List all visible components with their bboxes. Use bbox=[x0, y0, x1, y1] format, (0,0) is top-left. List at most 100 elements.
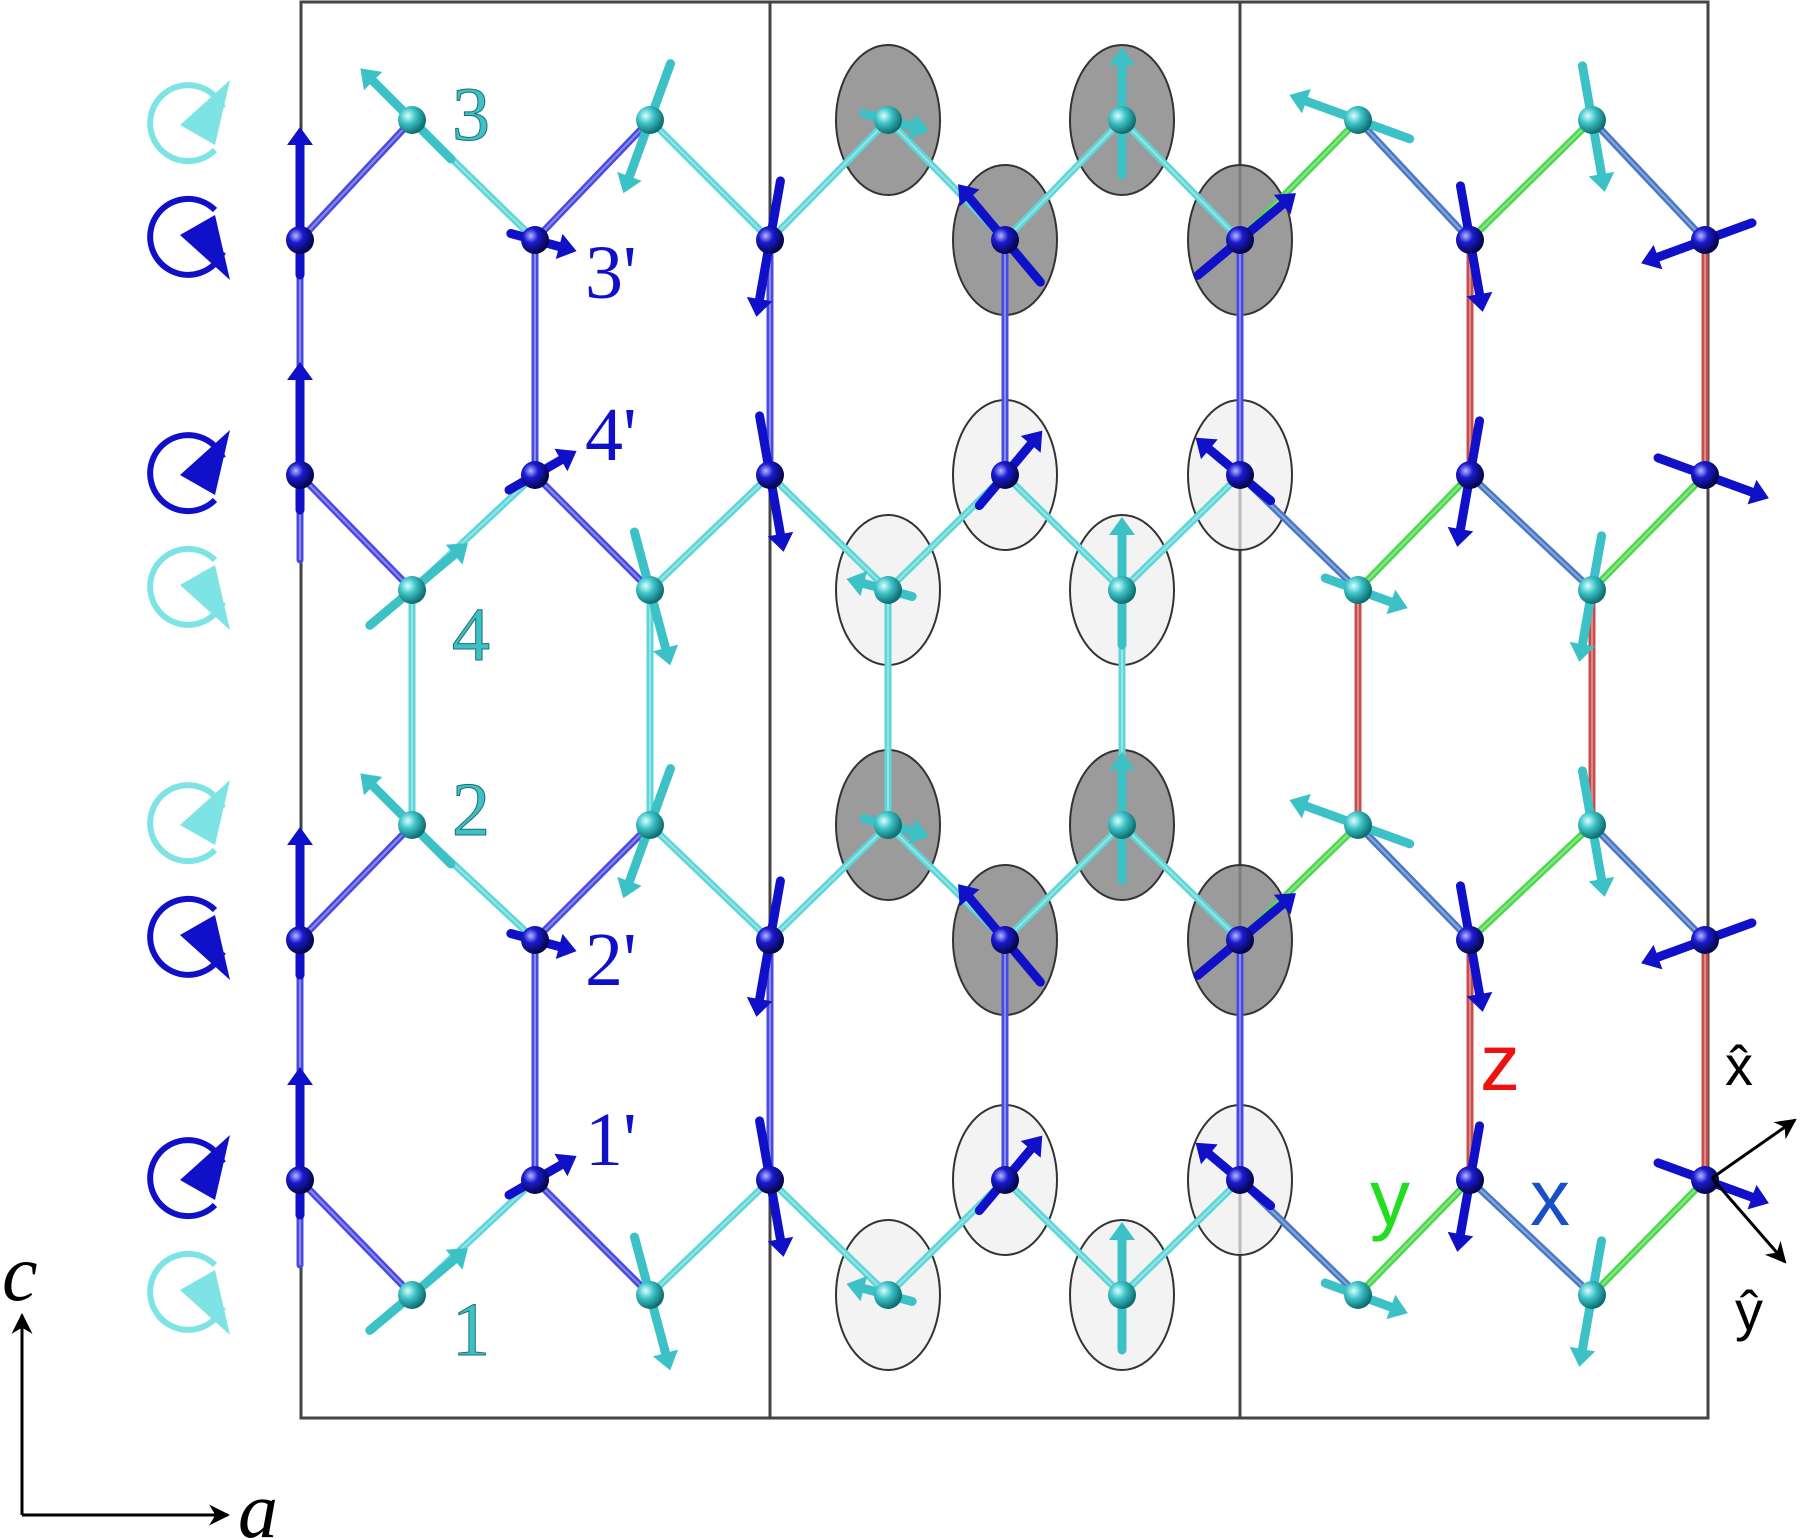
bond-diagonal bbox=[1118, 471, 1244, 594]
bond-diagonal-shine bbox=[534, 824, 651, 941]
atom-blue bbox=[991, 226, 1019, 254]
atom-blue bbox=[286, 1166, 314, 1194]
blue-ccw-icon-arc bbox=[147, 432, 226, 515]
atom-cyan bbox=[1108, 1281, 1136, 1309]
bond-diagonal bbox=[1354, 116, 1474, 244]
bonds bbox=[296, 116, 1709, 1299]
bond-diagonal bbox=[646, 471, 774, 594]
site-label-3-prime: 3' bbox=[585, 231, 637, 315]
spin-cyan-head bbox=[1289, 793, 1311, 819]
bond-diagonal-shine bbox=[1121, 1179, 1241, 1296]
site-label-3: 3 bbox=[452, 73, 490, 157]
bond-diagonal-shine bbox=[1591, 474, 1706, 591]
bond-diagonal bbox=[1001, 1176, 1126, 1299]
bond-diagonal bbox=[766, 116, 892, 244]
bond-diagonal-shine bbox=[299, 119, 413, 241]
bond-diagonal bbox=[1466, 1176, 1596, 1299]
y-hat-label: ŷ bbox=[1735, 1279, 1763, 1342]
bond-diagonal-shine bbox=[1357, 824, 1471, 941]
atom-blue bbox=[1691, 926, 1719, 954]
bond-diagonal bbox=[296, 821, 416, 944]
site-label-2-prime: 2' bbox=[585, 918, 637, 1002]
x-hat-axis-arrow bbox=[1711, 1118, 1797, 1180]
spin-blue-head bbox=[555, 933, 577, 960]
spin-cyan-head bbox=[445, 543, 468, 565]
atom-cyan bbox=[1578, 106, 1606, 134]
spin-cyan-head bbox=[445, 1248, 468, 1270]
atom-cyan bbox=[398, 1281, 426, 1309]
atom-cyan bbox=[1578, 576, 1606, 604]
bond-diagonal-shine bbox=[1004, 1179, 1123, 1296]
blue-cw-icon bbox=[147, 195, 230, 280]
atom-cyan bbox=[398, 811, 426, 839]
bond-diagonal-shine bbox=[534, 474, 651, 591]
site-label-4: 4 bbox=[452, 593, 490, 677]
spin-cyan-head bbox=[1386, 1294, 1408, 1320]
bond-diagonal-shine bbox=[769, 119, 889, 241]
spin-blue-head bbox=[1273, 193, 1296, 215]
bond-diagonal bbox=[1118, 116, 1244, 244]
cyan-cw-icon bbox=[147, 545, 230, 630]
cyan-ccw-icon-head bbox=[180, 80, 230, 145]
atom-cyan bbox=[1108, 576, 1136, 604]
blue-cw-icon-head bbox=[180, 915, 230, 980]
spin-blue-head bbox=[555, 233, 577, 260]
atom-blue bbox=[1691, 226, 1719, 254]
blue-ccw-icon-head bbox=[180, 1135, 230, 1200]
spin-cyan-head bbox=[908, 113, 930, 140]
atom-blue bbox=[1456, 461, 1484, 489]
spin-blue-head bbox=[554, 448, 577, 472]
site-labels: 3 3' 4' 4 2 2' 1' 1 bbox=[452, 73, 637, 1373]
bond-diagonal-shine bbox=[299, 1179, 413, 1296]
bond-diagonal-shine bbox=[649, 1179, 771, 1296]
atom-blue bbox=[1691, 1166, 1719, 1194]
atom-cyan bbox=[1344, 106, 1372, 134]
atom-blue bbox=[286, 926, 314, 954]
atom-cyan bbox=[874, 106, 902, 134]
bond-diagonal-shine bbox=[1469, 1179, 1593, 1296]
atom-blue bbox=[1456, 1166, 1484, 1194]
bond-diagonal bbox=[1588, 116, 1709, 244]
atom-cyan bbox=[1578, 811, 1606, 839]
bond-diagonal bbox=[1001, 116, 1126, 244]
spin-blue-head bbox=[1466, 291, 1493, 312]
spin-blue-head bbox=[1641, 944, 1663, 970]
spin-blue-up-head bbox=[287, 362, 313, 380]
bond-diagonal bbox=[1588, 821, 1709, 944]
bond-diagonal-shine bbox=[769, 1179, 889, 1296]
y-hat-axis-arrow bbox=[1710, 1177, 1787, 1264]
spin-cyan-head bbox=[652, 644, 679, 666]
atom-blue bbox=[1226, 1166, 1254, 1194]
atom-blue bbox=[286, 461, 314, 489]
spin-blue-head bbox=[554, 1153, 577, 1177]
bond-diagonal bbox=[1001, 471, 1126, 594]
bond-diagonal-shine bbox=[1121, 824, 1241, 941]
spin-blue-head bbox=[767, 531, 794, 552]
spin-blue-head bbox=[1273, 893, 1296, 915]
atom-cyan bbox=[398, 576, 426, 604]
spin-blue-head bbox=[767, 1236, 794, 1257]
atom-cyan bbox=[1108, 811, 1136, 839]
spin-cyan-head bbox=[1569, 641, 1596, 662]
atom-blue bbox=[1226, 461, 1254, 489]
spin-blue-head bbox=[958, 884, 980, 907]
site-label-4-prime: 4' bbox=[585, 393, 637, 477]
cyan-cw-icon-arc bbox=[147, 1250, 226, 1333]
bond-diagonal bbox=[1118, 1176, 1244, 1299]
bond-diagonal bbox=[296, 1176, 416, 1299]
bond-diagonal-shine bbox=[1357, 1179, 1471, 1296]
bond-diagonal-shine bbox=[1121, 119, 1241, 241]
bond-diagonal-shine bbox=[1004, 474, 1123, 591]
cyan-cw-icon-head bbox=[180, 1270, 230, 1335]
site-label-1-prime: 1' bbox=[585, 1098, 637, 1182]
cyan-ccw-icon-arc bbox=[147, 82, 226, 165]
blue-ccw-icon bbox=[147, 430, 230, 515]
bond-diagonal bbox=[646, 821, 774, 944]
atom-cyan bbox=[1108, 106, 1136, 134]
bond-diagonal-shine bbox=[1591, 824, 1706, 941]
blue-cw-icon-arc bbox=[147, 895, 226, 978]
cyan-cw-icon-arc bbox=[147, 545, 226, 628]
atoms bbox=[286, 106, 1719, 1309]
bond-labels: z y x bbox=[1370, 1018, 1570, 1242]
spin-blue-up-head bbox=[287, 127, 313, 145]
